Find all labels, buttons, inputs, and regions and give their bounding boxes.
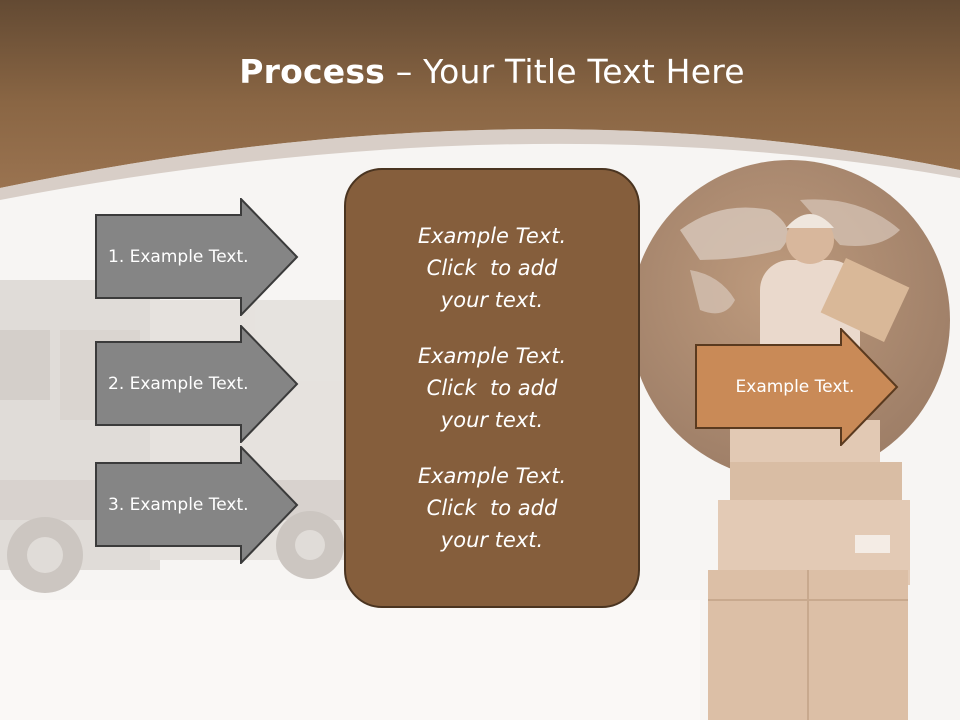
- result-arrow[interactable]: Example Text.: [695, 328, 899, 446]
- center-paragraph-1: Example Text. Click to add your text.: [356, 220, 628, 316]
- text-line: Click to add: [426, 256, 558, 280]
- text-line: your text.: [440, 528, 544, 552]
- text-line: Click to add: [426, 496, 558, 520]
- text-line: your text.: [440, 288, 544, 312]
- text-line: your text.: [440, 408, 544, 432]
- step-label: 3. Example Text.: [108, 495, 249, 515]
- result-label: Example Text.: [735, 377, 855, 397]
- step-arrow-3[interactable]: 3. Example Text.: [95, 446, 299, 564]
- header-band: [0, 0, 960, 188]
- title-bold: Process: [239, 52, 386, 91]
- title-rest: – Your Title Text Here: [385, 52, 745, 91]
- step-label: 1. Example Text.: [108, 247, 249, 267]
- boxes-image: [708, 420, 910, 720]
- text-line: Click to add: [426, 376, 558, 400]
- step-arrow-1[interactable]: 1. Example Text.: [95, 198, 299, 316]
- text-line: Example Text.: [417, 224, 567, 248]
- step-label: 2. Example Text.: [108, 374, 249, 394]
- center-paragraph-2: Example Text. Click to add your text.: [356, 340, 628, 436]
- center-paragraph-3: Example Text. Click to add your text.: [356, 460, 628, 556]
- text-line: Example Text.: [417, 464, 567, 488]
- text-line: Example Text.: [417, 344, 567, 368]
- slide-title: Process – Your Title Text Here: [0, 52, 960, 91]
- step-arrow-2[interactable]: 2. Example Text.: [95, 325, 299, 443]
- center-text-box[interactable]: Example Text. Click to add your text. Ex…: [344, 168, 640, 608]
